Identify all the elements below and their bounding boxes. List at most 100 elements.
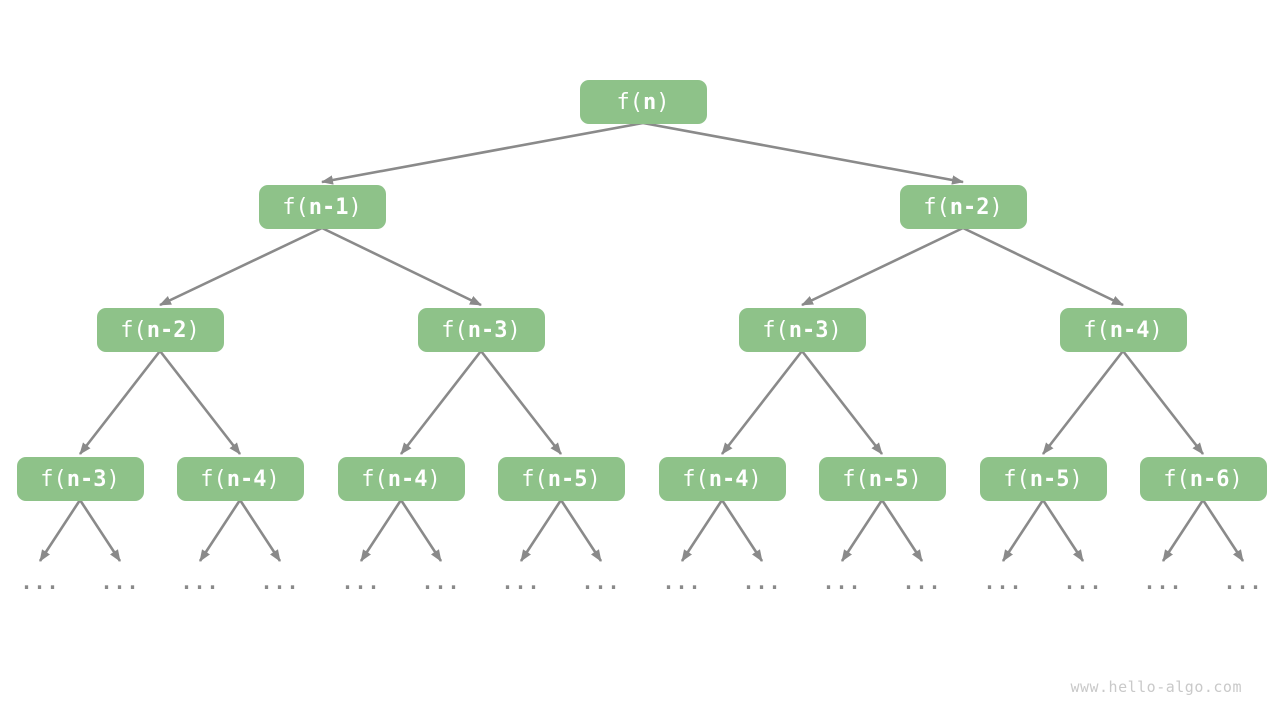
edge-arrow bbox=[962, 226, 1124, 307]
edge-arrow bbox=[399, 499, 443, 562]
tree-node: f(n-1) bbox=[258, 185, 386, 229]
node-label-pre: f( bbox=[441, 317, 468, 343]
node-label-post: ) bbox=[106, 466, 120, 492]
ellipsis-label: ... bbox=[822, 570, 862, 594]
node-label-pre: f( bbox=[762, 317, 789, 343]
edge-arrow bbox=[720, 499, 764, 562]
node-label-post: ) bbox=[828, 317, 842, 343]
ellipsis-label: ... bbox=[1063, 570, 1103, 594]
node-label-pre: f( bbox=[1163, 466, 1190, 492]
node-label-arg: n-4 bbox=[226, 466, 267, 492]
edge-arrow bbox=[720, 350, 804, 455]
node-label-pre: f( bbox=[616, 89, 644, 115]
node-label-post: ) bbox=[748, 466, 762, 492]
tree-node: f(n-5) bbox=[979, 457, 1107, 501]
edge-arrow bbox=[38, 499, 82, 562]
node-label-arg: n-1 bbox=[308, 194, 349, 220]
ellipsis-label: ... bbox=[1223, 570, 1263, 594]
node-label-post: ) bbox=[1149, 317, 1163, 343]
node-label-arg: n-4 bbox=[1109, 317, 1150, 343]
node-label-arg: n-3 bbox=[66, 466, 107, 492]
node-label-pre: f( bbox=[521, 466, 548, 492]
node-label-pre: f( bbox=[842, 466, 869, 492]
node-label-arg: n-5 bbox=[547, 466, 588, 492]
edge-arrow bbox=[680, 499, 724, 562]
node-label-pre: f( bbox=[1003, 466, 1030, 492]
edge-arrow bbox=[519, 499, 563, 562]
edge-arrow bbox=[198, 499, 242, 562]
node-label-arg: n-2 bbox=[949, 194, 990, 220]
tree-node: f(n-3) bbox=[417, 308, 545, 352]
node-label-post: ) bbox=[186, 317, 200, 343]
node-label-pre: f( bbox=[200, 466, 227, 492]
ellipsis-label: ... bbox=[662, 570, 702, 594]
ellipsis-label: ... bbox=[983, 570, 1023, 594]
edge-arrow bbox=[1121, 350, 1205, 455]
node-label-post: ) bbox=[989, 194, 1003, 220]
node-label-arg: n-2 bbox=[146, 317, 187, 343]
node-label-post: ) bbox=[1069, 466, 1083, 492]
node-label-pre: f( bbox=[282, 194, 309, 220]
ellipsis-label: ... bbox=[501, 570, 541, 594]
tree-node: f(n-2) bbox=[96, 308, 224, 352]
edge-arrow bbox=[78, 350, 162, 455]
tree-node: f(n-4) bbox=[337, 457, 465, 501]
node-label-arg: n-5 bbox=[1029, 466, 1070, 492]
tree-node: f(n-5) bbox=[497, 457, 625, 501]
tree-node: f(n-3) bbox=[738, 308, 866, 352]
edge-arrow bbox=[1201, 499, 1245, 562]
node-label-arg: n bbox=[643, 89, 657, 115]
edge-arrow bbox=[399, 350, 483, 455]
node-label-post: ) bbox=[266, 466, 280, 492]
ellipsis-label: ... bbox=[100, 570, 140, 594]
node-label-arg: n-4 bbox=[708, 466, 749, 492]
edge-arrow bbox=[238, 499, 282, 562]
node-label-pre: f( bbox=[40, 466, 67, 492]
node-label-arg: n-3 bbox=[788, 317, 829, 343]
node-label-arg: n-3 bbox=[467, 317, 508, 343]
node-label-post: ) bbox=[507, 317, 521, 343]
ellipsis-label: ... bbox=[260, 570, 300, 594]
watermark: www.hello-algo.com bbox=[1070, 678, 1242, 696]
edge-arrow bbox=[359, 499, 403, 562]
node-label-pre: f( bbox=[361, 466, 388, 492]
edge-arrow bbox=[158, 350, 242, 455]
ellipsis-label: ... bbox=[742, 570, 782, 594]
node-label-post: ) bbox=[656, 89, 670, 115]
node-label-post: ) bbox=[908, 466, 922, 492]
tree-node: f(n) bbox=[579, 80, 707, 124]
ellipsis-label: ... bbox=[902, 570, 942, 594]
node-label-post: ) bbox=[587, 466, 601, 492]
edge-arrow bbox=[321, 226, 482, 307]
node-label-arg: n-5 bbox=[868, 466, 909, 492]
edge-arrow bbox=[801, 226, 964, 307]
node-label-post: ) bbox=[1229, 466, 1243, 492]
ellipsis-label: ... bbox=[341, 570, 381, 594]
node-label-pre: f( bbox=[120, 317, 147, 343]
node-label-post: ) bbox=[348, 194, 362, 220]
node-label-post: ) bbox=[427, 466, 441, 492]
tree-node: f(n-4) bbox=[176, 457, 304, 501]
tree-node: f(n-4) bbox=[658, 457, 786, 501]
node-label-pre: f( bbox=[1083, 317, 1110, 343]
edge-arrow bbox=[800, 350, 884, 455]
tree-node: f(n-3) bbox=[16, 457, 144, 501]
edge-arrow bbox=[479, 350, 563, 455]
ellipsis-label: ... bbox=[421, 570, 461, 594]
edge-arrow bbox=[642, 121, 964, 185]
tree-node: f(n-4) bbox=[1059, 308, 1187, 352]
edge-arrow bbox=[1001, 499, 1045, 562]
ellipsis-label: ... bbox=[20, 570, 60, 594]
tree-node: f(n-5) bbox=[818, 457, 946, 501]
edge-arrow bbox=[321, 121, 644, 185]
ellipsis-label: ... bbox=[180, 570, 220, 594]
node-label-arg: n-4 bbox=[387, 466, 428, 492]
node-label-arg: n-6 bbox=[1189, 466, 1230, 492]
edge-arrow bbox=[1041, 499, 1085, 562]
ellipsis-label: ... bbox=[581, 570, 621, 594]
tree-node: f(n-2) bbox=[899, 185, 1027, 229]
edge-arrow bbox=[559, 499, 603, 562]
edge-arrow bbox=[78, 499, 122, 562]
node-label-pre: f( bbox=[682, 466, 709, 492]
